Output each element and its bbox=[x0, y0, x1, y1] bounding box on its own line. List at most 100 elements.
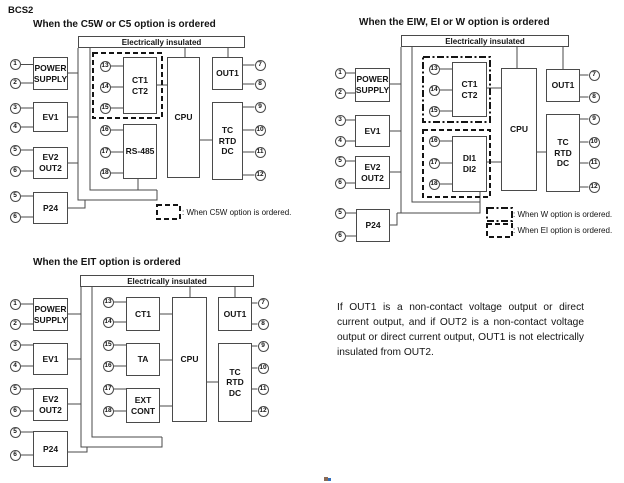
terminal-circle: 5 bbox=[9, 426, 21, 438]
diagram-title-eiw-ei-w: When the EIW, EI or W option is ordered bbox=[359, 17, 550, 28]
terminal-circle: 3 bbox=[9, 339, 21, 351]
terminal-circle: 7 bbox=[254, 59, 266, 71]
block-ext-cont: EXT CONT bbox=[126, 388, 160, 423]
insulation-boundary-label: Electrically insulated bbox=[401, 35, 569, 47]
wiring-c5w-c5 bbox=[21, 48, 255, 218]
block-power-supply: POWER SUPPLY bbox=[355, 68, 390, 102]
terminal-circle: 2 bbox=[334, 87, 346, 99]
block-rs-485: RS-485 bbox=[123, 124, 157, 179]
terminal-circle: 1 bbox=[334, 67, 346, 79]
block-ev1: EV1 bbox=[33, 343, 68, 375]
legend-label: : When W option is ordered. bbox=[513, 210, 613, 219]
option-outline-dashdot bbox=[422, 56, 491, 123]
terminal-circle: 2 bbox=[9, 77, 21, 89]
terminal-circle: 6 bbox=[9, 165, 21, 177]
terminal-circle: 12 bbox=[257, 405, 269, 417]
block-power-supply: POWER SUPPLY bbox=[33, 298, 68, 331]
block-out1: OUT1 bbox=[212, 57, 243, 90]
wiring-eiw-ei-w bbox=[346, 47, 589, 237]
terminal-circle: 10 bbox=[588, 136, 600, 148]
terminal-circle: 5 bbox=[9, 190, 21, 202]
block-cpu: CPU bbox=[501, 68, 537, 191]
terminal-circle: 13 bbox=[99, 60, 111, 72]
block-cpu: CPU bbox=[167, 57, 200, 178]
terminal-circle: 17 bbox=[428, 157, 440, 169]
terminal-circle: 17 bbox=[99, 146, 111, 158]
terminal-circle: 1 bbox=[9, 59, 21, 70]
terminal-circle: 9 bbox=[254, 101, 266, 113]
legend-key-dashed bbox=[486, 223, 513, 238]
page-number-artifact-left bbox=[324, 477, 328, 481]
block-tc-rtd-dc: TC RTD DC bbox=[218, 343, 252, 422]
terminal-circle: 15 bbox=[102, 339, 114, 351]
legend-label: : When C5W option is ordered. bbox=[182, 208, 292, 217]
terminal-circle: 10 bbox=[254, 124, 266, 136]
terminal-circle: 15 bbox=[428, 105, 440, 117]
option-outline-dashed bbox=[92, 52, 163, 119]
block-di1-di2: DI1 DI2 bbox=[452, 136, 487, 192]
block-ev1: EV1 bbox=[33, 102, 68, 132]
terminal-circle: 5 bbox=[334, 155, 346, 167]
terminal-circle: 16 bbox=[99, 124, 111, 136]
terminal-circle: 9 bbox=[588, 113, 600, 125]
terminal-circle: 14 bbox=[102, 316, 114, 328]
terminal-circle: 5 bbox=[9, 144, 21, 156]
note-text: If OUT1 is a non-contact voltage output … bbox=[337, 302, 584, 358]
block-tc-rtd-dc: TC RTD DC bbox=[212, 102, 243, 180]
legend-key-dashed bbox=[156, 204, 181, 220]
terminal-circle: 3 bbox=[9, 102, 21, 114]
terminal-circle: 17 bbox=[102, 383, 114, 395]
terminal-circle: 16 bbox=[102, 360, 114, 372]
option-outline-dashed bbox=[422, 129, 491, 198]
terminal-circle: 18 bbox=[102, 405, 114, 417]
block-ct1-ct2: CT1 CT2 bbox=[452, 62, 487, 117]
block-p24: P24 bbox=[33, 192, 68, 224]
terminal-circle: 6 bbox=[9, 449, 21, 461]
terminal-circle: 12 bbox=[254, 169, 266, 181]
terminal-circle: 18 bbox=[428, 178, 440, 190]
insulation-boundary-label: Electrically insulated bbox=[80, 275, 254, 287]
terminal-circle: 6 bbox=[334, 177, 346, 189]
terminal-circle: 7 bbox=[257, 297, 269, 309]
terminal-circle: 13 bbox=[428, 63, 440, 75]
terminal-circle: 4 bbox=[9, 121, 21, 133]
terminal-circle: 15 bbox=[99, 102, 111, 114]
terminal-circle: 10 bbox=[257, 362, 269, 374]
terminal-circle: 3 bbox=[334, 114, 346, 126]
terminal-circle: 6 bbox=[9, 405, 21, 417]
diagram-title-c5w-c5: When the C5W or C5 option is ordered bbox=[33, 19, 216, 30]
terminal-circle: 7 bbox=[588, 69, 600, 81]
terminal-circle: 11 bbox=[254, 146, 266, 158]
block-cpu: CPU bbox=[172, 297, 207, 422]
block-tc-rtd-dc: TC RTD DC bbox=[546, 114, 580, 192]
block-ev1: EV1 bbox=[355, 115, 390, 147]
terminal-circle: 5 bbox=[9, 383, 21, 395]
block-out1: OUT1 bbox=[218, 297, 252, 331]
diagram-title-eit: When the EIT option is ordered bbox=[33, 257, 181, 268]
terminal-circle: 4 bbox=[9, 360, 21, 372]
terminal-circle: 16 bbox=[428, 135, 440, 147]
block-ev2-out2: EV2 OUT2 bbox=[33, 147, 68, 179]
terminal-circle: 14 bbox=[428, 84, 440, 96]
legend-label: : When EI option is ordered. bbox=[513, 226, 613, 235]
terminal-circle: 8 bbox=[254, 78, 266, 90]
terminal-circle: 12 bbox=[588, 181, 600, 193]
terminal-circle: 11 bbox=[588, 157, 600, 169]
page-title: BCS2 bbox=[8, 5, 34, 16]
wiring-eit bbox=[21, 287, 258, 456]
terminal-circle: 4 bbox=[334, 135, 346, 147]
terminal-circle: 14 bbox=[99, 81, 111, 93]
page-number-artifact-right bbox=[328, 477, 331, 481]
block-ct1: CT1 bbox=[126, 297, 160, 331]
block-power-supply: POWER SUPPLY bbox=[33, 57, 68, 90]
block-p24: P24 bbox=[356, 209, 390, 242]
terminal-circle: 6 bbox=[9, 211, 21, 223]
block-ev2-out2: EV2 OUT2 bbox=[33, 388, 68, 421]
terminal-circle: 1 bbox=[9, 298, 21, 310]
insulation-boundary-label: Electrically insulated bbox=[78, 36, 245, 48]
block-out1: OUT1 bbox=[546, 69, 580, 102]
terminal-circle: 8 bbox=[588, 91, 600, 103]
terminal-circle: 2 bbox=[9, 318, 21, 330]
